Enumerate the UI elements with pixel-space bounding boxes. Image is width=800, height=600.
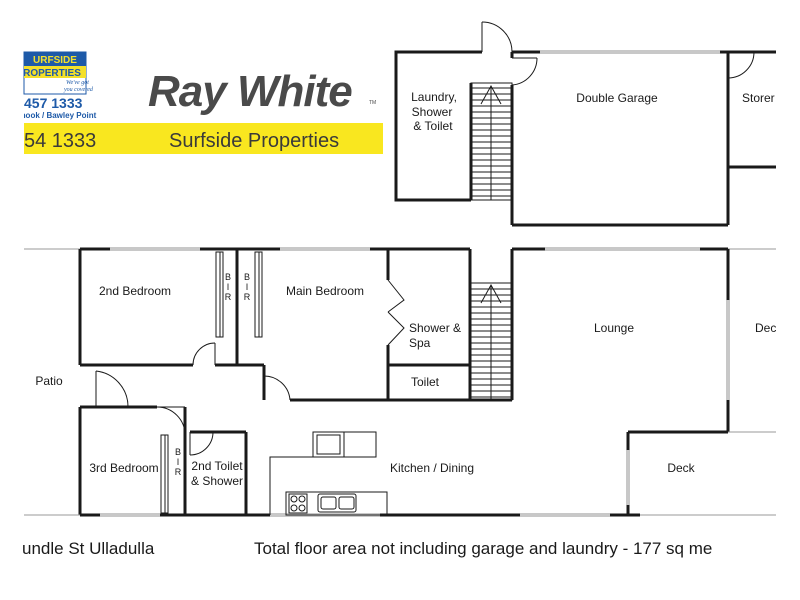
- brand-name: Ray White: [148, 67, 352, 116]
- banner-phone: 54 1333: [24, 130, 96, 152]
- shower-spa-label-line-2: Spa: [409, 336, 431, 350]
- laundry-label-line-1: Laundry,: [411, 90, 457, 104]
- bir-3-letter-b: B: [175, 447, 181, 457]
- toilet-label: Toilet: [411, 375, 440, 389]
- second-toilet-label-line-1: 2nd Toilet: [191, 459, 243, 473]
- bir-2-letter-b: B: [244, 272, 250, 282]
- storeroom-label: Storer: [742, 91, 775, 105]
- logo-tagline-2: you covered: [63, 87, 94, 93]
- property-address: undle St Ulladulla: [22, 539, 155, 558]
- second-toilet-label-line-2: & Shower: [191, 474, 243, 488]
- built-in-robes: [160, 251, 263, 514]
- third-bedroom-label: 3rd Bedroom: [89, 461, 158, 475]
- bir-2-letter-r: R: [244, 292, 251, 302]
- house-doors: [95, 279, 405, 456]
- shower-spa-label-line-1: Shower &: [409, 321, 461, 335]
- bir-3-letter-r: R: [175, 467, 182, 477]
- laundry-label-line-2: Shower: [412, 105, 453, 119]
- kitchen-dining-label: Kitchen / Dining: [390, 461, 474, 475]
- bir-1-letter-i: I: [227, 282, 230, 292]
- upper-block-walls: [394, 50, 776, 227]
- laundry-label-line-3: & Toilet: [413, 119, 453, 133]
- main-stairs: [469, 282, 513, 401]
- deck-bottom-label: Deck: [667, 461, 695, 475]
- floor-area-note: Total floor area not including garage an…: [254, 539, 713, 558]
- office-banner: [24, 123, 383, 154]
- bir-1-letter-b: B: [225, 272, 231, 282]
- deck-right-label: Dec: [755, 321, 776, 335]
- office-suburb: Mollymook / Bawley Point: [0, 111, 97, 120]
- bir-1-letter-r: R: [225, 292, 232, 302]
- bir-3-letter-i: I: [177, 457, 180, 467]
- kitchen-fittings: [269, 431, 388, 516]
- agency-logo: URFSIDE ROPERTIES We've got you covered: [23, 51, 94, 95]
- patio-label: Patio: [35, 374, 63, 388]
- lounge-label: Lounge: [594, 321, 634, 335]
- bir-2-letter-i: I: [246, 282, 249, 292]
- upper-stairs: [470, 82, 513, 201]
- logo-tagline-1: We've got: [66, 80, 89, 86]
- double-garage-label: Double Garage: [576, 91, 658, 105]
- brand-trademark: TM: [369, 100, 376, 106]
- logo-office-name-bottom: ROPERTIES: [23, 68, 81, 79]
- second-bedroom-label: 2nd Bedroom: [99, 284, 171, 298]
- banner-office-name: Surfside Properties: [169, 130, 339, 152]
- office-phone: 457 1333: [24, 95, 83, 111]
- logo-office-name-top: URFSIDE: [33, 55, 77, 66]
- upper-doors: [481, 21, 755, 86]
- main-bedroom-label: Main Bedroom: [286, 284, 364, 298]
